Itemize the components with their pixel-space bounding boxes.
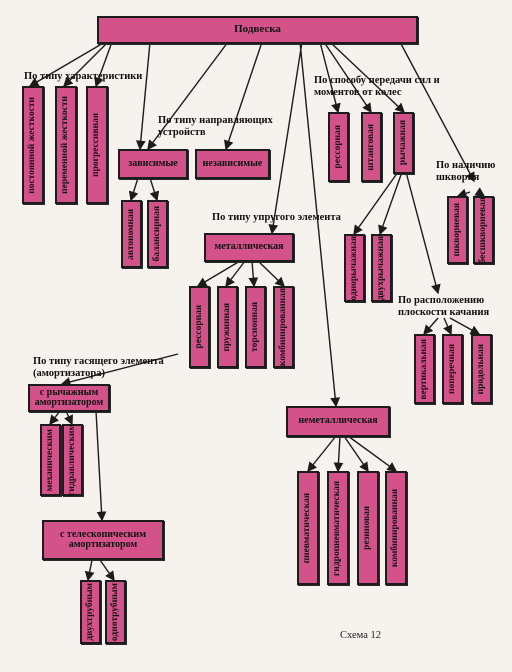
metallic-item-label: рессорная xyxy=(193,305,204,349)
guides-label: По типу направляющих устройств xyxy=(158,115,273,138)
kingpin-item-label: шкворневая xyxy=(451,203,462,257)
plane-item-label: поперечная xyxy=(446,344,457,394)
independent-label: независимые xyxy=(202,157,263,169)
damping-label: По типу гасящего элемента (амортизатора) xyxy=(33,356,164,379)
kingpin-label: По наличию шкворня xyxy=(436,160,496,183)
dependent-item-label: балансирная xyxy=(151,206,162,262)
telescopic-item-label: однотрубным xyxy=(109,582,120,642)
elastic-label: По типу упругого элемента xyxy=(212,212,341,223)
transfer-item-label: рычажная xyxy=(397,120,408,166)
telescopic-item-twintube: двухтрубным xyxy=(80,580,101,644)
dependent-label: зависимые xyxy=(128,157,178,169)
metallic-item-label: комбинированная xyxy=(277,287,288,367)
root-label: Подвеска xyxy=(234,23,281,36)
telescopic-damper-box: с телескопическим амортизатором xyxy=(42,520,164,560)
transfer-label: По способу передачи сил и моментов от ко… xyxy=(314,75,440,98)
dependent-item-balancing: балансирная xyxy=(147,200,168,268)
telescopic-item-label: двухтрубным xyxy=(84,583,95,641)
characteristic-item-variable: переменной жесткости xyxy=(55,86,77,204)
telescopic-item-monotube: однотрубным xyxy=(105,580,126,644)
nonmetallic-item-hydropneumatic: гидропневматическая xyxy=(327,471,349,585)
nonmetallic-item-rubber: резиновая xyxy=(357,471,379,585)
metallic-item-label: пружинная xyxy=(221,302,232,352)
lever-item-label: гидравлическим xyxy=(66,424,77,496)
nonmetallic-item-label: гидропневматическая xyxy=(332,480,343,576)
transfer-item-label: штанговая xyxy=(365,123,376,171)
nonmetallic-item-label: пневматическая xyxy=(302,492,313,564)
nonmetallic-item-pneumatic: пневматическая xyxy=(297,471,319,585)
figure-caption: Схема 12 xyxy=(340,630,382,641)
plane-item-transverse: поперечная xyxy=(442,334,463,404)
lever-type-double: двухрычажная xyxy=(371,234,392,302)
dependent-box: зависимые xyxy=(118,149,188,179)
kingpin-item-without: бесшкворневая xyxy=(473,196,494,264)
lever-damper-box: с рычажным амортизатором xyxy=(28,384,110,412)
lever-type-label: одноры­чажная xyxy=(348,235,359,301)
telescopic-damper-label: с телескопическим амортизатором xyxy=(59,528,147,550)
nonmetallic-item-combined: комбинированная xyxy=(385,471,407,585)
transfer-item-label: рессорная xyxy=(332,125,343,169)
lever-type-label: двухрычажная xyxy=(375,235,386,301)
root-box: Подвеска xyxy=(97,16,418,44)
nonmetallic-item-label: комбинированная xyxy=(390,488,401,568)
plane-item-label: вертикальная xyxy=(418,338,429,400)
nonmetallic-item-label: резиновая xyxy=(362,506,373,550)
lever-type-single: одноры­чажная xyxy=(344,234,365,302)
metallic-item-combined: комбинированная xyxy=(273,286,294,368)
transfer-item-rod: штанговая xyxy=(361,112,382,182)
characteristic-item-constant: постоянной жесткости xyxy=(22,86,44,204)
characteristic-label: По типу характеристики xyxy=(24,71,143,82)
lever-item-mechanical: механическим xyxy=(40,424,61,496)
metallic-label: металлическая xyxy=(214,241,284,253)
nonmetallic-box: неметаллическая xyxy=(286,406,390,437)
independent-box: независимые xyxy=(195,149,270,179)
metallic-item-leaf: рессорная xyxy=(189,286,210,368)
metallic-item-spring: пружинная xyxy=(217,286,238,368)
metallic-item-torsion: торсионная xyxy=(245,286,266,368)
lever-damper-label: с рычажным амортизатором xyxy=(34,386,104,408)
kingpin-item-label: бесшкворневая xyxy=(477,196,488,264)
transfer-item-leaf: рессорная xyxy=(328,112,349,182)
kingpin-item-with: шкворневая xyxy=(447,196,468,264)
metallic-box: металлическая xyxy=(204,233,294,262)
characteristic-item-progressive: прогрессивная xyxy=(86,86,108,204)
plane-item-longitudinal: продольная xyxy=(471,334,492,404)
dependent-item-autonomous: автономная xyxy=(121,200,142,268)
plane-item-vertical: вертикальная xyxy=(414,334,435,404)
transfer-item-lever: рычажная xyxy=(393,112,414,174)
lever-item-hydraulic: гидравлическим xyxy=(62,424,83,496)
dependent-item-label: автономная xyxy=(125,208,136,260)
plane-label: По расположению плоскости качания xyxy=(398,295,490,318)
characteristic-item-label: прогрессивная xyxy=(91,113,102,177)
plane-item-label: продольная xyxy=(475,343,486,395)
characteristic-item-label: постоянной жесткости xyxy=(27,96,38,194)
characteristic-item-label: переменной жесткости xyxy=(60,96,71,194)
lever-item-label: механическим xyxy=(44,428,55,492)
metallic-item-label: торсионная xyxy=(249,302,260,352)
nonmetallic-label: неметаллическая xyxy=(298,415,378,427)
